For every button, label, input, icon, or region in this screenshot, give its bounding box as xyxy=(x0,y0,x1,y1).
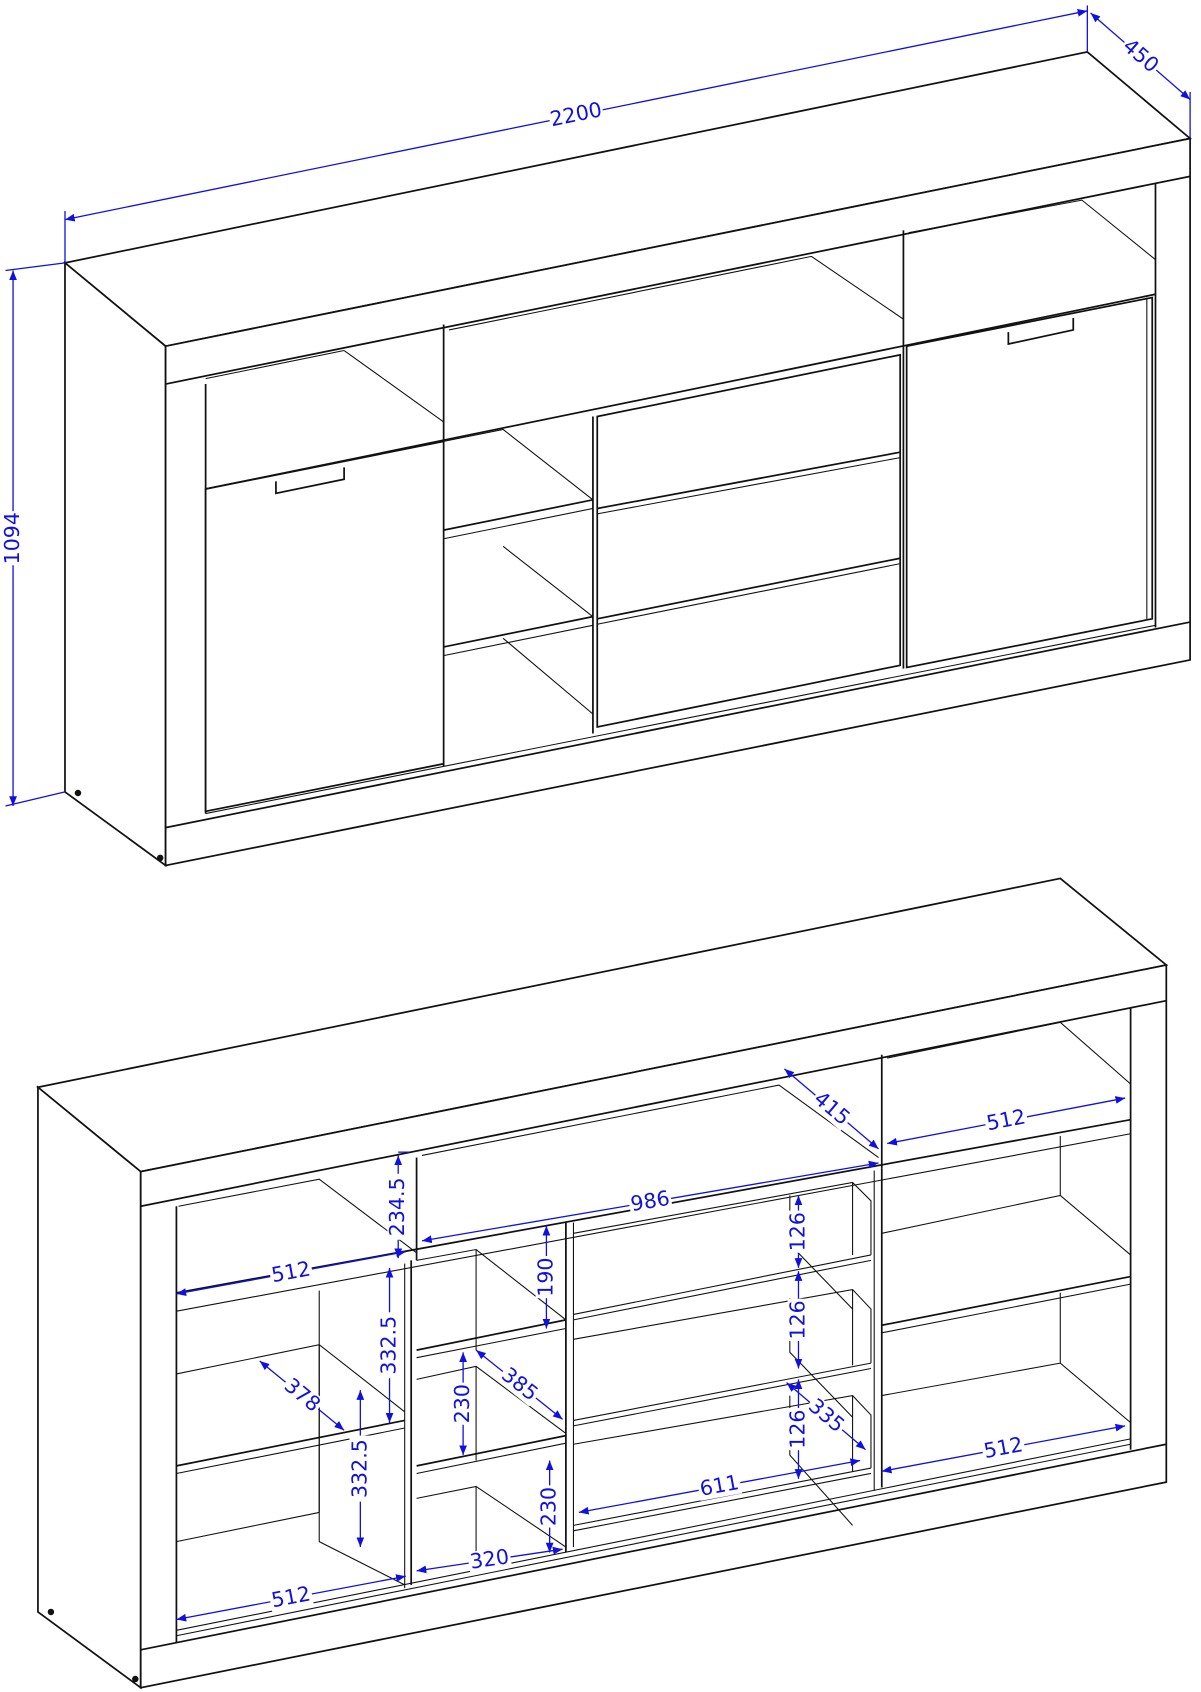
left-door xyxy=(204,440,445,813)
left-side-panel xyxy=(37,1085,142,1690)
dimension-left-bottom-width: 512 xyxy=(176,1574,406,1622)
dimension-label: 332.5 xyxy=(377,1316,401,1375)
dimension-middle-upper-height: 190 xyxy=(533,1225,557,1329)
left-door-handle xyxy=(275,467,345,495)
dimension-label: 332.5 xyxy=(347,1439,371,1498)
dimension-left-lower-height: 332.5 xyxy=(347,1390,371,1548)
dimension-top-middle-width: 986 xyxy=(421,1160,879,1244)
dimension-top-left-height: 234.5 xyxy=(385,1155,409,1259)
dimension-label: 230 xyxy=(450,1384,474,1423)
left-side-panel xyxy=(64,261,167,868)
dimension-label: 230 xyxy=(537,1487,561,1526)
dimension-middle-shelf-height: 230 xyxy=(450,1352,474,1456)
right-door-handle xyxy=(1007,318,1075,346)
drawer-block xyxy=(596,353,902,729)
dimension-drawer-1-height: 126 xyxy=(785,1195,809,1268)
dimension-height: 1094 xyxy=(0,270,24,806)
open-sideboard-view xyxy=(35,877,1169,1690)
dimension-label: 2200 xyxy=(548,97,604,131)
dimension-label: 320 xyxy=(468,1544,510,1573)
dimension-label: 126 xyxy=(785,1410,809,1449)
dimension-label: 190 xyxy=(533,1258,557,1297)
dimension-top-right-width: 512 xyxy=(887,1096,1126,1146)
dimension-label: 1094 xyxy=(0,512,24,564)
dimension-label: 126 xyxy=(785,1300,809,1339)
dimension-middle-lower-height: 230 xyxy=(537,1460,561,1553)
dimension-middle-width: 320 xyxy=(416,1544,563,1574)
dimension-drawer-2-height: 126 xyxy=(785,1271,809,1369)
dimension-label: 126 xyxy=(785,1212,809,1251)
closed-sideboard-view xyxy=(63,50,1193,868)
dimension-left-upper-height: 332.5 xyxy=(377,1267,401,1423)
right-door xyxy=(905,296,1154,669)
front-face xyxy=(139,963,1168,1689)
dimension-label: 234.5 xyxy=(385,1177,409,1236)
